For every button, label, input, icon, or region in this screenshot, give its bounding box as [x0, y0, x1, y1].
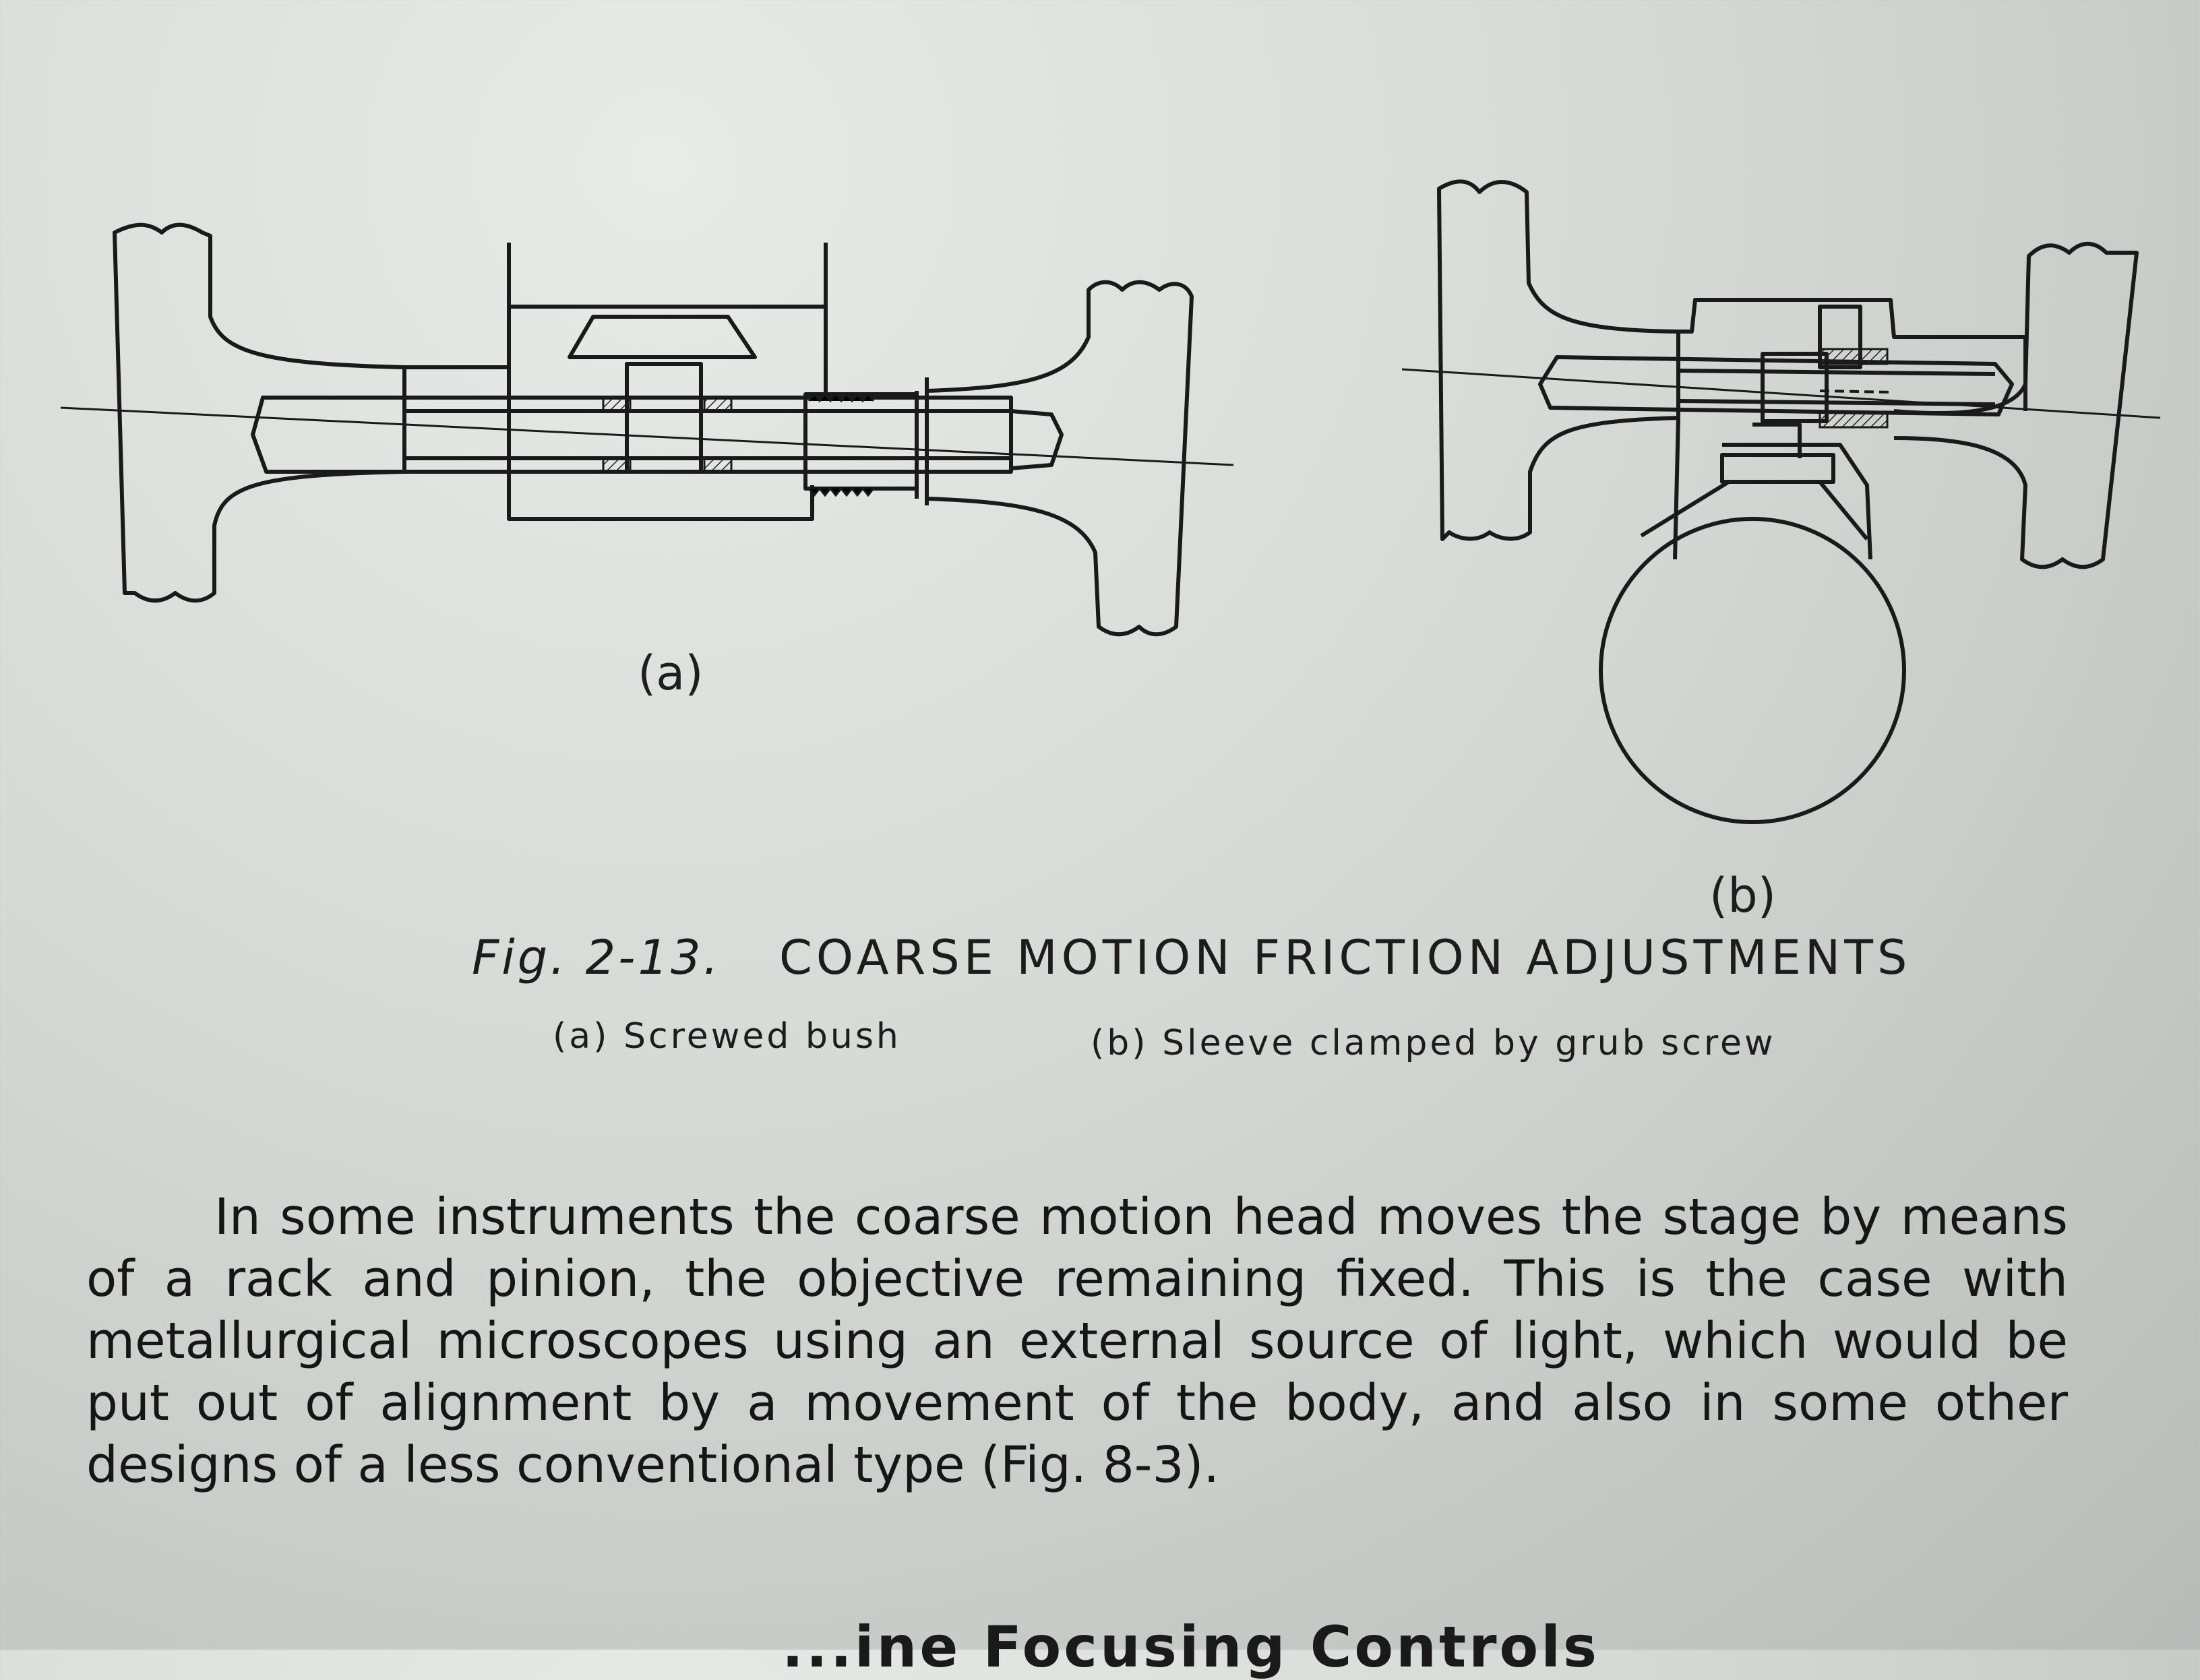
pinion-a	[625, 362, 703, 474]
figure-b-label: (b)	[1709, 868, 1777, 923]
right-knob-a	[926, 280, 1194, 637]
grub-screw-b	[1818, 305, 1862, 369]
screwed-bush-a	[803, 392, 919, 491]
clamp-sleeve-b	[1761, 352, 1829, 423]
next-section-heading: ...ine Focusing Controls	[782, 1614, 1600, 1680]
figure-b-drawing	[1437, 179, 2139, 824]
figure-number: Fig. 2-13.	[472, 930, 721, 985]
left-knob-a	[113, 222, 406, 603]
pinion-cap-a	[568, 315, 757, 359]
housing-a	[404, 243, 828, 521]
axis-line-b	[1401, 368, 2161, 419]
figure-caption: Fig. 2-13. COARSE MOTION FRICTION ADJUST…	[472, 930, 1907, 985]
body-paragraph: In some instruments the coarse motion he…	[86, 1188, 2068, 1494]
left-knob-b	[1437, 179, 1680, 541]
subcaption-b: (b) Sleeve clamped by grub screw	[1091, 1023, 1776, 1063]
figure-a-label: (a)	[638, 646, 704, 701]
pinion-cap-b	[1720, 423, 1835, 484]
subcaption-a: (a) Screwed bush	[553, 1016, 901, 1057]
figure-title: COARSE MOTION FRICTION ADJUSTMENTS	[779, 930, 1912, 985]
drum-circle-b	[1599, 517, 1906, 824]
spindle-b	[1538, 355, 2014, 416]
axis-line-a	[60, 406, 1234, 466]
spindle-a	[251, 396, 1013, 474]
right-knob-b	[1893, 241, 2139, 569]
housing-b	[1678, 298, 2027, 411]
